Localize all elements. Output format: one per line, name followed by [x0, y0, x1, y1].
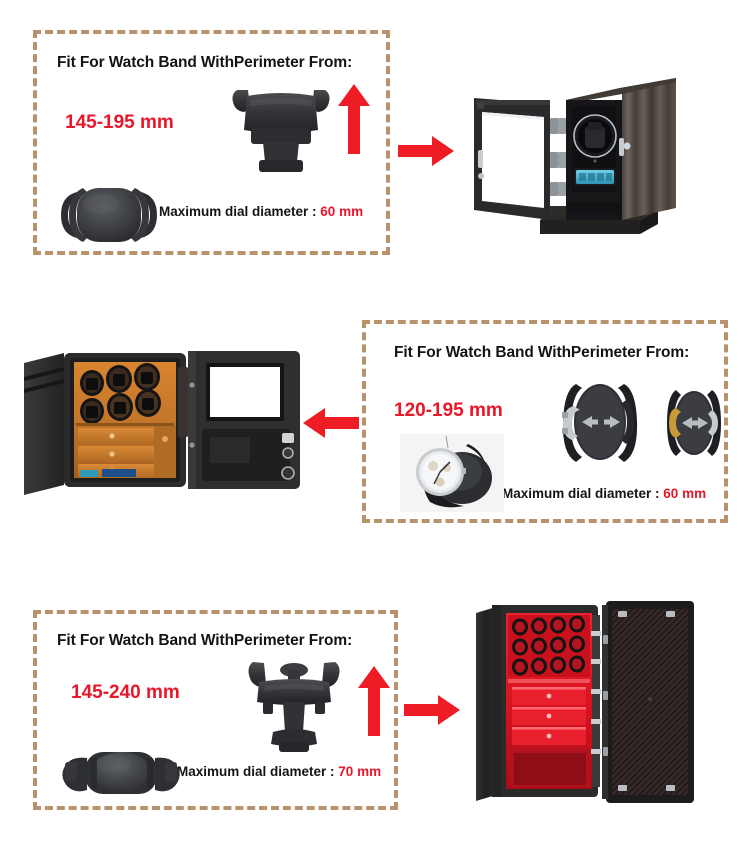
watch-pillow-top-view-1 — [61, 188, 157, 242]
spec-section-2: Fit For Watch Band WithPerimeter From: 1… — [0, 290, 750, 575]
watch-cushion-expanded-2 — [562, 384, 638, 462]
dial-diameter-1: Maximum dial diameter : 60 mm — [159, 204, 363, 219]
dial-diameter-label-2: Maximum dial diameter : — [502, 486, 664, 501]
left-arrow-icon-2 — [303, 408, 359, 438]
spec-panel-2: Fit For Watch Band WithPerimeter From: 1… — [362, 320, 728, 523]
watch-holder-clip-1 — [232, 90, 330, 172]
product-single-winder-cabinet — [462, 60, 702, 260]
up-arrow-icon-1 — [338, 84, 370, 154]
up-arrow-icon-3 — [358, 666, 390, 736]
spec-panel-1: Fit For Watch Band WithPerimeter From: 1… — [33, 30, 390, 255]
panel-title-1: Fit For Watch Band WithPerimeter From: — [57, 54, 353, 71]
dial-diameter-3: Maximum dial diameter : 70 mm — [177, 764, 381, 779]
dial-diameter-value-3: 70 mm — [338, 764, 382, 779]
watch-cushion-compressed-2 — [667, 390, 721, 456]
panel-title-3: Fit For Watch Band WithPerimeter From: — [57, 632, 353, 649]
dial-diameter-value-1: 60 mm — [320, 204, 364, 219]
perimeter-value-1: 145-195 mm — [65, 112, 174, 133]
watch-holder-clip-3 — [248, 662, 340, 752]
right-arrow-icon-1 — [398, 136, 454, 166]
spec-section-1: Fit For Watch Band WithPerimeter From: 1… — [0, 0, 750, 290]
product-six-winder-safe — [20, 345, 310, 510]
watch-pillow-top-view-3 — [62, 752, 180, 794]
dial-diameter-2: Maximum dial diameter : 60 mm — [502, 486, 706, 501]
chronograph-watch-photo-2 — [400, 434, 504, 512]
dial-diameter-label-3: Maximum dial diameter : — [177, 764, 339, 779]
spec-panel-3: Fit For Watch Band WithPerimeter From: 1… — [33, 610, 398, 810]
perimeter-value-2: 120-195 mm — [394, 400, 503, 421]
dial-diameter-label-1: Maximum dial diameter : — [159, 204, 321, 219]
right-arrow-icon-3 — [404, 695, 460, 725]
panel-title-2: Fit For Watch Band WithPerimeter From: — [394, 344, 690, 361]
product-twelve-winder-safe — [470, 595, 700, 810]
perimeter-value-3: 145-240 mm — [71, 682, 180, 703]
dial-diameter-value-2: 60 mm — [663, 486, 707, 501]
spec-section-3: Fit For Watch Band WithPerimeter From: 1… — [0, 575, 750, 860]
